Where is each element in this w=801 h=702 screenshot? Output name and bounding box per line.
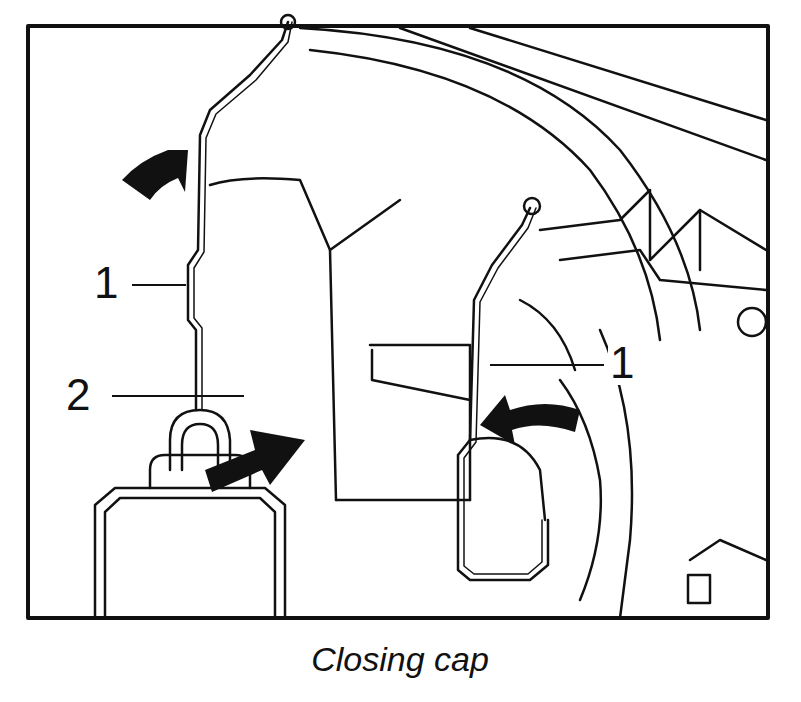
housing bbox=[210, 28, 766, 618]
strap-eyelet bbox=[524, 198, 540, 214]
callout-number: 1 bbox=[608, 341, 636, 385]
strap-eyelet bbox=[281, 15, 295, 29]
leader-line bbox=[132, 284, 186, 286]
frame bbox=[28, 26, 768, 618]
motion-arrow bbox=[480, 395, 580, 445]
callout-number: 1 bbox=[92, 261, 120, 305]
motion-arrow bbox=[122, 150, 188, 200]
motion-arrow bbox=[205, 430, 305, 492]
retaining-strap bbox=[188, 22, 288, 410]
retaining-strap bbox=[458, 208, 548, 580]
figure-caption: Closing cap bbox=[311, 641, 489, 678]
callout-number: 2 bbox=[64, 373, 92, 417]
leader-line bbox=[490, 364, 604, 366]
leader-line bbox=[112, 395, 244, 397]
bracket bbox=[540, 190, 766, 603]
